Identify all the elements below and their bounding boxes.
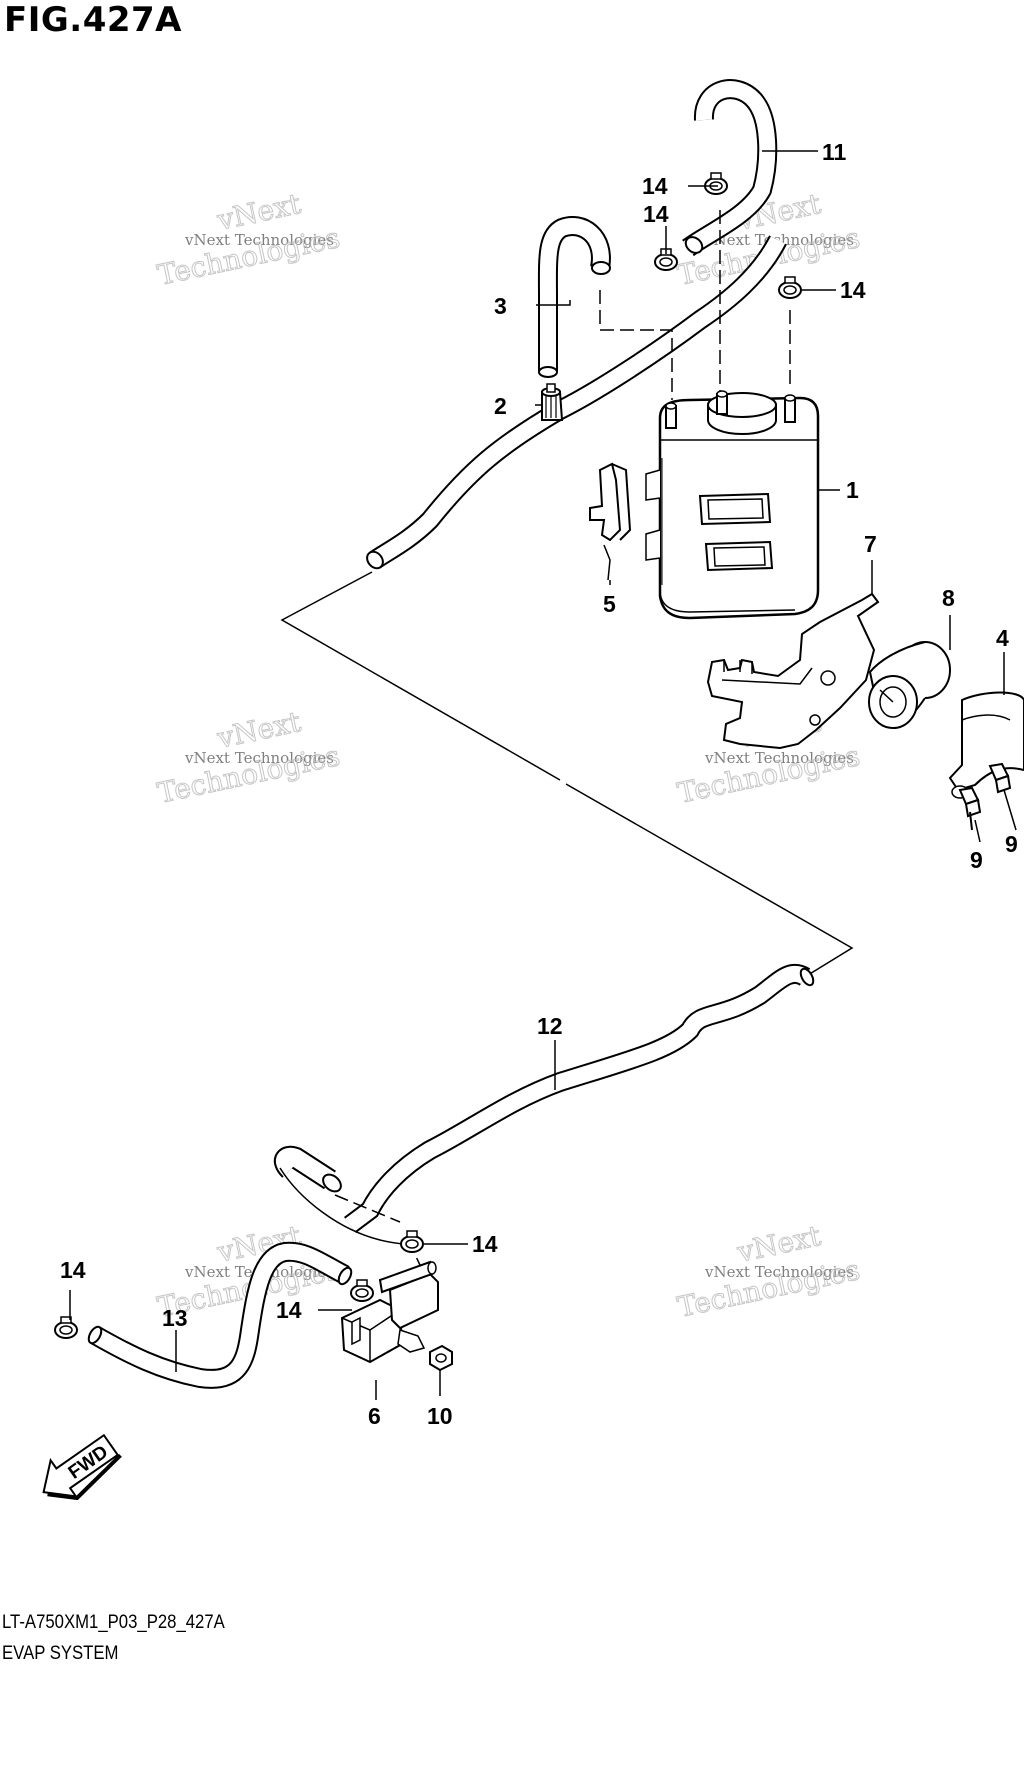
holder-5 [589,462,632,581]
callout-14b: 14 [643,201,669,227]
callout-7: 7 [864,531,877,557]
callout-11: 11 [822,139,847,165]
watermark-middle-left: vNext vNext Technologies Technologies [154,704,343,810]
callout-2: 2 [494,393,507,419]
hose-3 [537,216,611,378]
canister-1 [645,390,820,620]
callout-10: 10 [427,1403,453,1429]
leader-lines [69,150,1017,1400]
solenoid-valve-6 [340,1260,439,1364]
callout-12: 12 [537,1013,563,1039]
svg-text:vNext Technologies: vNext Technologies [704,1263,854,1281]
clamp-14a [704,172,728,195]
callout-14f: 14 [60,1257,86,1283]
system-name: EVAP SYSTEM [2,1643,119,1664]
svg-text:vNext Technologies: vNext Technologies [704,231,854,249]
bracket-4 [948,691,1024,799]
nut-10 [429,1344,453,1372]
svg-text:vNext: vNext [734,1219,825,1269]
bolt-9-left [958,786,982,831]
clamp-14e [350,1279,374,1302]
hose-12 [344,963,815,1233]
callout-numbers: 1 2 3 4 5 6 7 8 9 9 10 11 12 13 14 14 14… [60,139,1018,1429]
svg-text:vNext Technologies: vNext Technologies [184,749,334,767]
callout-9-right: 9 [1005,831,1018,857]
svg-text:vNext: vNext [214,705,305,755]
callout-14a: 14 [642,173,668,199]
callout-3: 3 [494,293,507,319]
callout-5: 5 [603,591,616,617]
forward-arrow-icon: FWD [42,1433,122,1501]
figure-title: FIG.427A [4,0,182,40]
callout-4: 4 [996,625,1009,651]
watermark-top-left: vNext vNext Technologies Technologies [154,186,343,292]
bracket-plate-7 [706,592,880,750]
svg-text:vNext Technologies: vNext Technologies [704,749,854,767]
clamp-14c [778,276,802,299]
callout-13: 13 [162,1305,188,1331]
callout-6: 6 [368,1403,381,1429]
hose-11 [682,79,778,257]
hose-13 [87,1241,353,1389]
callout-14e: 14 [276,1297,302,1323]
callout-14d: 14 [472,1231,498,1257]
watermark-bottom-right: vNext vNext Technologies Technologies [674,1218,863,1324]
svg-text:vNext Technologies: vNext Technologies [184,231,334,249]
cushion-8 [868,641,951,729]
clamp-14f [54,1316,78,1339]
callout-9-left: 9 [970,847,983,873]
callout-8: 8 [942,585,955,611]
filter-2 [541,383,564,421]
callout-1: 1 [846,477,859,503]
svg-text:vNext: vNext [214,187,305,237]
clamp-14d [400,1230,424,1253]
bolt-9-right [988,762,1012,794]
connector-lines-upper [599,210,791,400]
callout-14c: 14 [840,277,866,303]
drawing-code: LT-A750XM1_P03_P28_427A [2,1612,225,1633]
connector-zigzag [280,571,854,976]
